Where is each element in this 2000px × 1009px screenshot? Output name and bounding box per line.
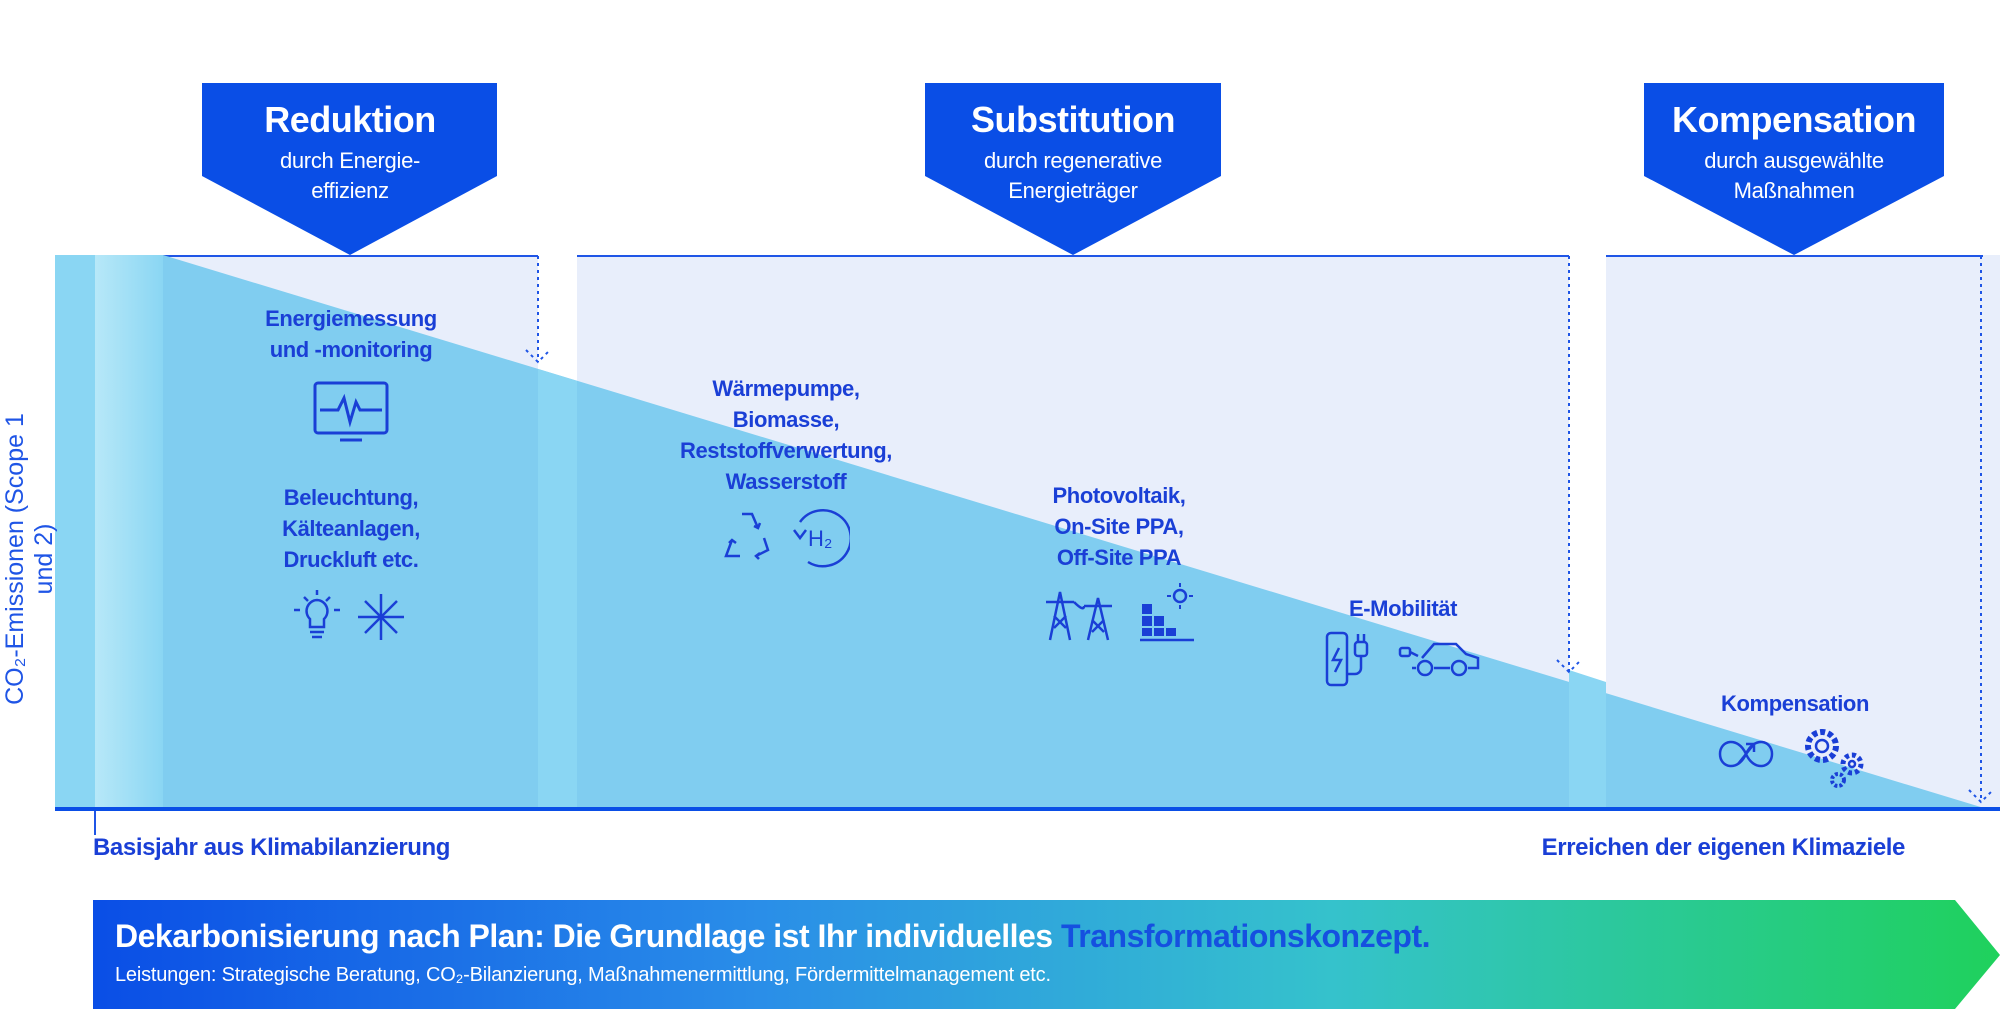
banner-subtitle: Leistungen: Strategische Beratung, CO₂-B… [115, 964, 1051, 986]
measure-line: Beleuchtung, [283, 485, 419, 510]
measure-line: E-Mobilität [1348, 596, 1458, 621]
phase-arrow-kompensation [1644, 83, 1944, 255]
measure-photovoltaics: Photovoltaik, On-Site PPA, Off-Site PPA [959, 480, 1279, 573]
phase-substitution: Substitution durch regenerative Energiet… [923, 98, 1223, 206]
banner-arrow [93, 900, 2000, 1009]
monitor-pulse-icon [313, 381, 389, 442]
phase-arrow-substitution [925, 83, 1221, 255]
measure-line: Photovoltaik, [1052, 483, 1186, 508]
phase-arrow-reduktion [202, 83, 497, 255]
measure-line: Kälteanlagen, [282, 516, 420, 541]
measure-efficiency: Beleuchtung, Kälteanlagen, Druckluft etc… [191, 482, 511, 575]
measure-line: Wasserstoff [725, 469, 847, 494]
measure-line: Reststoffverwertung, [679, 438, 893, 463]
measure-heat-biomass-hydrogen: Wärmepumpe, Biomasse, Reststoffverwertun… [626, 373, 946, 497]
phase-subtitle: Maßnahmen [1733, 178, 1855, 203]
gears-icon [1805, 729, 1864, 788]
svg-text:H₂: H₂ [808, 526, 832, 551]
x-axis-start-label: Basisjahr aus Klimabilanzierung [93, 834, 451, 861]
measure-line: und -monitoring [269, 337, 433, 362]
measure-line: Biomasse, [732, 407, 840, 432]
measure-e-mobility: E-Mobilität [1243, 593, 1563, 624]
offset-cycle-icon [1718, 740, 1774, 768]
phase-subtitle: durch regenerative [983, 148, 1163, 173]
hydrogen-icon: H₂ [793, 508, 850, 568]
measure-line: Energiemessung [265, 306, 437, 331]
measure-line: Wärmepumpe, [712, 376, 860, 401]
y-axis-label: CO₂-Emissionen (Scope 1 und 2) [1, 413, 58, 705]
power-pylon-icon [1046, 591, 1112, 641]
phase-reduktion: Reduktion durch Energie- effizienz [200, 98, 500, 206]
phase-subtitle: durch Energie- [279, 148, 421, 173]
x-axis-end-label: Erreichen der eigenen Klimaziele [1541, 834, 1906, 861]
measure-energy-monitoring: Energiemessung und -monitoring [191, 303, 511, 365]
x-axis [55, 807, 2000, 811]
emission-reduction-area [163, 255, 1984, 808]
banner-title: Dekarbonisierung nach Plan: Die Grundlag… [115, 918, 1430, 955]
transformation-banner: Dekarbonisierung nach Plan: Die Grundlag… [93, 900, 2000, 1009]
phase-subtitle: Energieträger [1008, 178, 1138, 203]
phase-title: Kompensation [1671, 99, 1917, 140]
phase-kompensation: Kompensation durch ausgewählte Maßnahmen [1644, 98, 1944, 206]
solar-panel-icon [1140, 583, 1194, 642]
measure-line: Druckluft etc. [283, 547, 419, 572]
phase-title: Substitution [971, 99, 1175, 140]
phase-subtitle: effizienz [311, 178, 389, 203]
charging-station-icon [1325, 631, 1369, 687]
snowflake-icon [358, 594, 404, 640]
electric-car-icon [1398, 642, 1480, 677]
measure-line: On-Site PPA, [1054, 514, 1184, 539]
phase-subtitle: durch ausgewählte [1704, 148, 1884, 173]
measure-line: Off-Site PPA [1056, 545, 1182, 570]
banner-title-text: Dekarbonisierung nach Plan: Die Grundlag… [115, 918, 1053, 954]
banner-title-highlight: Transformationskonzept. [1060, 918, 1431, 954]
measure-line: Kompensation [1721, 691, 1869, 716]
recycle-icon [724, 512, 770, 560]
phase-title: Reduktion [264, 99, 436, 140]
measure-compensation: Kompensation [1635, 688, 1955, 719]
phase-divider [525, 256, 1994, 804]
lightbulb-icon [294, 590, 340, 639]
